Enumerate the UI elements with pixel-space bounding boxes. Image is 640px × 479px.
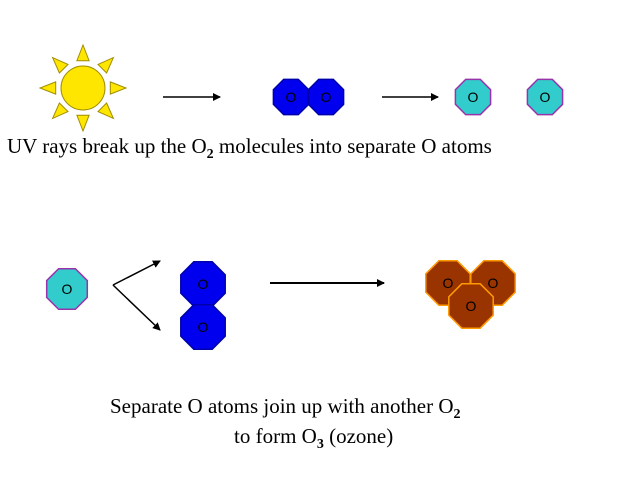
sun-ray bbox=[51, 56, 69, 74]
o2-atom-left: O bbox=[272, 78, 310, 116]
caption-join-line1: Separate O atoms join up with another O2 bbox=[110, 394, 461, 422]
sun-ray bbox=[109, 81, 128, 95]
arrow-atom-branch-up bbox=[112, 260, 161, 286]
caption-top-subscript: 2 bbox=[206, 147, 214, 162]
o2-vertical-atom-bottom-label: O bbox=[198, 319, 209, 335]
sun-ray bbox=[51, 102, 69, 120]
o2-vertical-atom-bottom: O bbox=[180, 304, 226, 350]
o-atom-single-label: O bbox=[62, 281, 73, 297]
caption-bottom-line2-subscript: 3 bbox=[316, 437, 324, 452]
o-atom-separate-2-shape bbox=[526, 78, 564, 116]
o2-atom-right: O bbox=[307, 78, 345, 116]
sun-icon bbox=[38, 43, 128, 133]
o-atom-separate-2-label: O bbox=[540, 89, 551, 105]
o2-vertical-atom-bottom-shape bbox=[180, 304, 226, 350]
sun-ray bbox=[76, 43, 90, 62]
caption-bottom-line1-before: Separate O atoms join up with another O bbox=[110, 394, 454, 418]
sun-disc bbox=[60, 65, 106, 111]
caption-bottom-line1-subscript: 2 bbox=[453, 407, 461, 422]
o-atom-separate-1-shape bbox=[454, 78, 492, 116]
o-atom-separate-2: O bbox=[526, 78, 564, 116]
ozone-atom-bottom-shape bbox=[448, 283, 494, 329]
ozone-atom-bottom-label: O bbox=[466, 298, 477, 314]
sun-ray bbox=[76, 114, 90, 133]
caption-bottom-line2-before: to form O bbox=[234, 424, 317, 448]
o2-atom-right-shape bbox=[307, 78, 345, 116]
caption-bottom-line2-after: (ozone) bbox=[323, 424, 394, 448]
ozone-atom-left-label: O bbox=[443, 275, 454, 291]
o-atom-single: O bbox=[45, 267, 89, 311]
sun-ray bbox=[97, 56, 115, 74]
caption-uv-breakup: UV rays break up the O2 molecules into s… bbox=[7, 134, 492, 162]
sun-ray bbox=[97, 102, 115, 120]
ozone-atom-right-label: O bbox=[488, 275, 499, 291]
caption-join-line2: to form O3 (ozone) bbox=[234, 424, 394, 452]
o-atom-separate-1-label: O bbox=[468, 89, 479, 105]
arrow-atom-branch-down bbox=[112, 284, 161, 331]
o2-vertical-atom-top: O bbox=[180, 261, 226, 307]
sun-ray bbox=[38, 81, 57, 95]
o2-atom-left-shape bbox=[272, 78, 310, 116]
ozone-atom-bottom: O bbox=[448, 283, 494, 329]
caption-top-before: UV rays break up the O bbox=[7, 134, 207, 158]
caption-top-after: molecules into separate O atoms bbox=[213, 134, 492, 158]
o-atom-separate-1: O bbox=[454, 78, 492, 116]
o-atom-single-shape bbox=[45, 267, 89, 311]
o2-vertical-atom-top-label: O bbox=[198, 276, 209, 292]
o2-atom-right-label: O bbox=[321, 89, 332, 105]
o2-atom-left-label: O bbox=[286, 89, 297, 105]
